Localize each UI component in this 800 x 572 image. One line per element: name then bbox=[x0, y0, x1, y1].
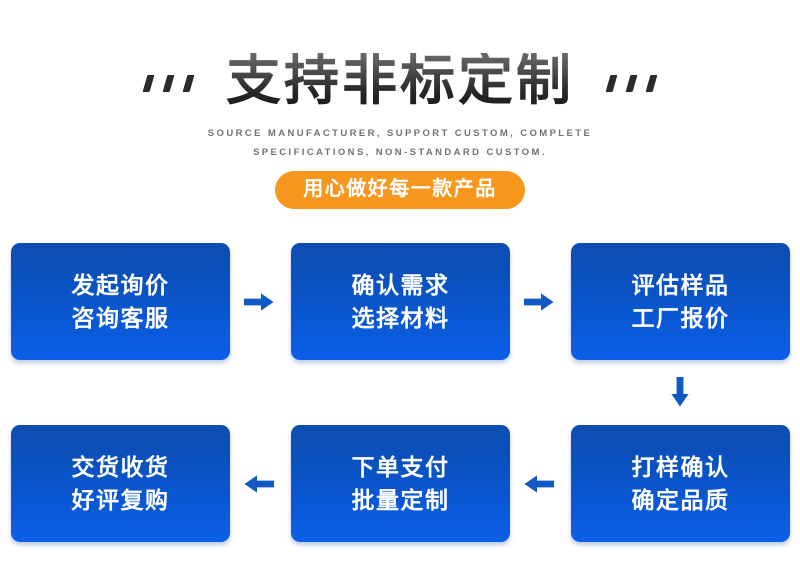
flow-step-2-line-2: 选择材料 bbox=[351, 304, 450, 331]
flow-step-4-line-1: 打样确认 bbox=[631, 453, 730, 480]
flow-step-6-line-2: 好评复购 bbox=[71, 486, 170, 513]
flow-step-2-line-1: 确认需求 bbox=[351, 271, 450, 298]
quote-ticks-right-icon bbox=[605, 41, 658, 119]
flow-step-5-line-2: 批量定制 bbox=[351, 486, 450, 513]
arrow-right-icon bbox=[518, 291, 560, 313]
process-flow-diagram: 发起询价 咨询客服 确认需求 选择材料 评估样品 工厂报价 bbox=[0, 230, 800, 572]
flow-step-6[interactable]: 交货收货 好评复购 bbox=[11, 425, 230, 542]
flow-step-1-line-1: 发起询价 bbox=[71, 271, 170, 298]
page-title: 支持非标定制 bbox=[225, 48, 574, 111]
subtitle-line-2: SPECIFICATIONS, NON-STANDARD CUSTOM. bbox=[253, 147, 547, 158]
flow-step-4[interactable]: 打样确认 确定品质 bbox=[571, 425, 790, 542]
flow-step-3-line-2: 工厂报价 bbox=[631, 304, 730, 331]
flow-step-3-line-1: 评估样品 bbox=[631, 271, 730, 298]
quote-ticks-left-icon bbox=[142, 41, 195, 119]
title-row: 支持非标定制 bbox=[0, 44, 800, 116]
arrow-left-icon bbox=[518, 473, 560, 495]
flow-row-2: 交货收货 好评复购 下单支付 批量定制 打样确认 确定品质 bbox=[0, 425, 800, 542]
arrow-down-icon bbox=[660, 372, 700, 412]
badge-container: 用心做好每一款产品 bbox=[0, 171, 800, 209]
flow-step-1[interactable]: 发起询价 咨询客服 bbox=[11, 243, 230, 360]
subtitle-line-1: SOURCE MANUFACTURER, SUPPORT CUSTOM, COM… bbox=[207, 128, 593, 139]
flow-row-1: 发起询价 咨询客服 确认需求 选择材料 评估样品 工厂报价 bbox=[0, 243, 800, 360]
flow-step-4-line-2: 确定品质 bbox=[631, 486, 730, 513]
arrow-right-icon bbox=[238, 291, 280, 313]
flow-step-6-line-1: 交货收货 bbox=[71, 453, 170, 480]
flow-step-2[interactable]: 确认需求 选择材料 bbox=[291, 243, 510, 360]
slogan-badge: 用心做好每一款产品 bbox=[275, 171, 525, 209]
flow-step-5-line-1: 下单支付 bbox=[351, 453, 450, 480]
flow-step-5[interactable]: 下单支付 批量定制 bbox=[291, 425, 510, 542]
flow-step-3[interactable]: 评估样品 工厂报价 bbox=[571, 243, 790, 360]
flow-step-1-line-2: 咨询客服 bbox=[71, 304, 170, 331]
arrow-left-icon bbox=[238, 473, 280, 495]
subtitle: SOURCE MANUFACTURER, SUPPORT CUSTOM, COM… bbox=[0, 124, 800, 162]
header-banner: 支持非标定制 SOURCE MANUFACTURER, SUPPORT CUST… bbox=[0, 0, 800, 230]
